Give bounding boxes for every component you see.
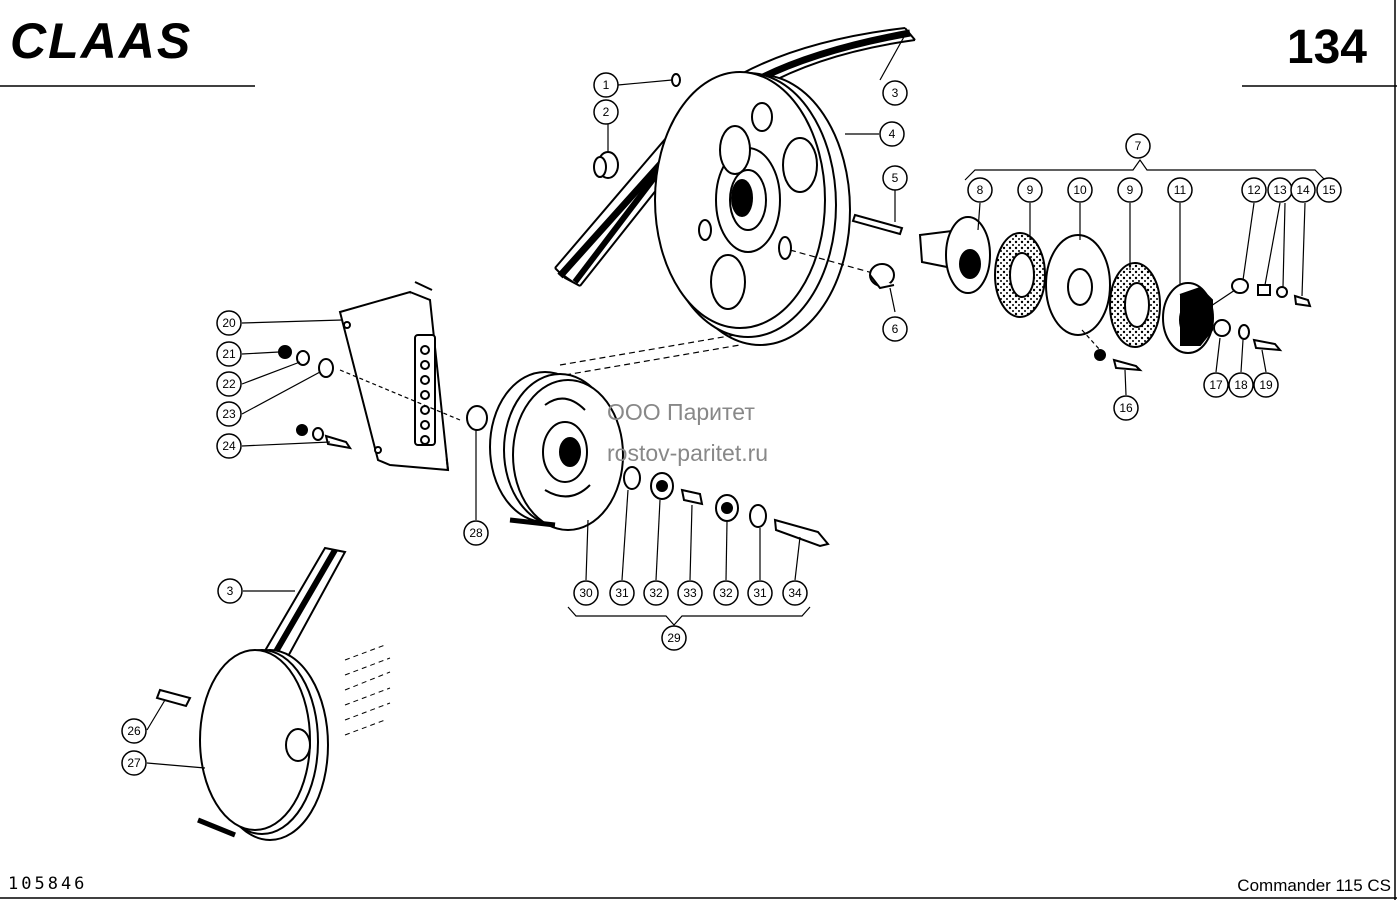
guard-fasteners	[278, 345, 353, 450]
callout-13: 13	[1273, 183, 1287, 197]
callout-21: 21	[222, 347, 236, 361]
callout-19: 19	[1259, 378, 1273, 392]
callout-24: 24	[222, 439, 236, 453]
callout-33: 33	[683, 586, 697, 600]
callout-circles	[121, 72, 1342, 776]
callout-8: 8	[977, 183, 984, 197]
callout-27: 27	[127, 756, 141, 770]
belt-dashed	[559, 249, 881, 376]
key-and-plug	[851, 213, 904, 290]
callout-5: 5	[892, 171, 899, 185]
callout-30: 30	[579, 586, 593, 600]
callout-22: 22	[222, 377, 236, 391]
model-name: Commander 115 CS	[1237, 876, 1391, 895]
shading-lines	[344, 644, 391, 736]
callout-32-first: 32	[649, 586, 663, 600]
callout-2: 2	[603, 105, 610, 119]
callout-12: 12	[1247, 183, 1261, 197]
page-number: 134	[1286, 21, 1367, 74]
brand-logo: CLAAS	[10, 13, 193, 69]
callout-18: 18	[1234, 378, 1248, 392]
callout-7: 7	[1135, 139, 1142, 153]
callout-3-lower: 3	[227, 584, 234, 598]
callout-28: 28	[469, 526, 483, 540]
watermark-url: rostov-paritet.ru	[607, 440, 769, 466]
callout-29: 29	[667, 631, 681, 645]
callout-31-second: 31	[753, 586, 767, 600]
callout-14: 14	[1296, 183, 1310, 197]
callout-1: 1	[603, 78, 610, 92]
callout-34: 34	[788, 586, 802, 600]
leader-lines	[146, 34, 1326, 769]
watermark-company: ООО Паритет	[607, 399, 755, 425]
idler-pulley	[466, 371, 624, 531]
bearing-parts	[623, 466, 830, 548]
callout-9-second: 9	[1127, 183, 1134, 197]
callout-32-second: 32	[719, 586, 733, 600]
callout-23: 23	[222, 407, 236, 421]
callout-31-first: 31	[615, 586, 629, 600]
callout-3-upper: 3	[892, 86, 899, 100]
callout-10: 10	[1073, 183, 1087, 197]
lower-drive	[155, 546, 347, 841]
callout-17: 17	[1209, 378, 1223, 392]
drawing-number: 105846	[8, 874, 88, 894]
callout-numbers: 1 2 3 4 5 6 7 8 9 10 9 11 12 13 14 15 16…	[127, 78, 1336, 770]
callout-15: 15	[1322, 183, 1336, 197]
callout-26: 26	[127, 724, 141, 738]
clutch-assembly	[918, 216, 1312, 372]
callout-20: 20	[222, 316, 236, 330]
callout-6: 6	[892, 322, 899, 336]
belt-guard	[338, 281, 450, 472]
callout-16: 16	[1119, 401, 1133, 415]
large-pulley	[654, 71, 851, 346]
callout-9-first: 9	[1027, 183, 1034, 197]
small-parts-top	[593, 73, 681, 179]
callout-11: 11	[1174, 183, 1187, 197]
callout-4: 4	[889, 127, 896, 141]
